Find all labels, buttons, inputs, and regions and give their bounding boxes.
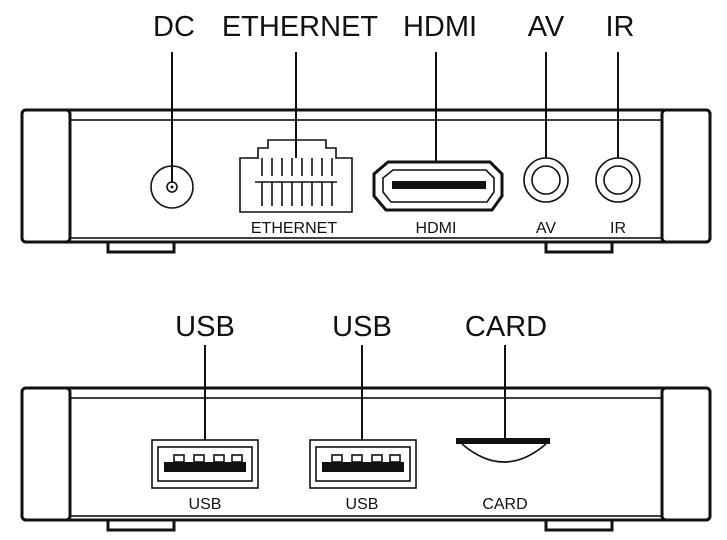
callout-hdmi: HDMI [403, 11, 477, 43]
side-leader-lines [204, 345, 506, 440]
callout-ir: IR [606, 11, 635, 43]
callout-usb-2: USB [332, 311, 392, 343]
callout-usb-1: USB [175, 311, 235, 343]
callout-ethernet: ETHERNET [222, 11, 379, 43]
rear-panel-label-ir: IR [610, 220, 626, 237]
usb-port-2-icon [309, 439, 417, 489]
rear-panel-label-ethernet: ETHERNET [251, 220, 337, 237]
rear-casing [20, 108, 712, 244]
callout-card: CARD [465, 311, 547, 343]
side-panel-label-usb-1: USB [189, 496, 222, 513]
rear-panel-device: ETHERNET HDMI AV IR [20, 108, 712, 254]
side-panel-device: USB USB CARD [20, 386, 712, 532]
rear-leader-lines [171, 52, 619, 183]
rear-face [69, 119, 663, 239]
hdmi-port-icon [372, 160, 504, 212]
side-panel-label-usb-2: USB [346, 496, 379, 513]
rear-panel-label-hdmi: HDMI [416, 220, 457, 237]
rear-end-cap-left [20, 108, 72, 244]
callout-av: AV [528, 11, 565, 43]
rear-end-cap-right [660, 108, 712, 244]
side-end-cap-right [660, 386, 712, 522]
side-end-cap-left [20, 386, 72, 522]
card-slot-icon [456, 438, 550, 463]
ethernet-port-icon [239, 139, 353, 213]
usb-port-1-icon [151, 439, 259, 489]
callout-dc: DC [153, 11, 195, 43]
rear-panel-label-av: AV [536, 220, 556, 237]
side-face [69, 397, 663, 517]
side-panel-label-card: CARD [482, 496, 527, 513]
